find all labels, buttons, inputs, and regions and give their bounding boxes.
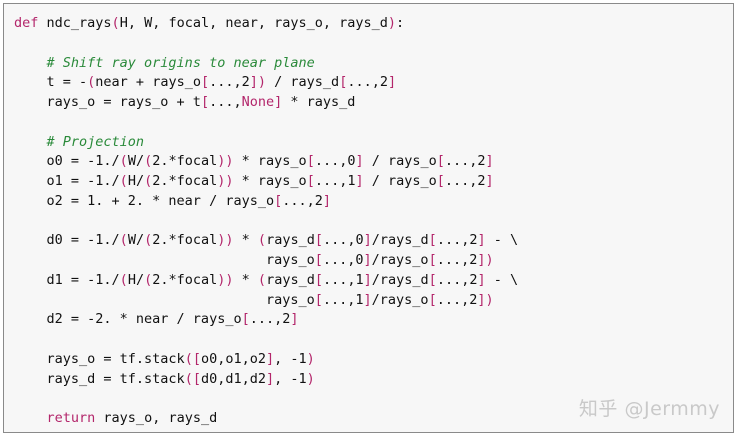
code-listing-frame: def ndc_rays(H, W, focal, near, rays_o, … (3, 3, 734, 433)
code-line: # Shift ray origins to near plane (46, 54, 315, 71)
code-line: rays_o[...,0]/rays_o[...,2]) (14, 252, 494, 268)
code-line: o0 = -1./(W/(2.*focal)) * rays_o[...,0] … (14, 153, 494, 170)
code-line: return rays_o, rays_d (46, 410, 218, 426)
code-line: def ndc_rays(H, W, focal, near, rays_o, … (14, 15, 405, 31)
code-line (14, 330, 518, 350)
code-line: d1 = -1./(H/(2.*focal)) * (rays_d[...,1]… (14, 271, 519, 288)
watermark: 知乎 @Jermmy (578, 398, 720, 420)
code-line (14, 212, 518, 232)
code-line (14, 34, 518, 54)
code-line: d2 = -2. * near / rays_o[...,2] (14, 311, 299, 328)
code-line (14, 389, 518, 409)
code-line: d0 = -1./(W/(2.*focal)) * (rays_d[...,0]… (14, 232, 519, 249)
code-line (14, 113, 518, 133)
code-line: rays_o[...,1]/rays_o[...,2]) (14, 291, 494, 308)
code-line: o1 = -1./(H/(2.*focal)) * rays_o[...,1] … (14, 173, 494, 189)
code-line: o2 = 1. + 2. * near / rays_o[...,2] (14, 192, 332, 209)
code-line: rays_o = tf.stack([o0,o1,o2], -1) (14, 350, 315, 367)
code-block: def ndc_rays(H, W, focal, near, rays_o, … (14, 14, 518, 429)
code-line: rays_o = rays_o + t[...,None] * rays_d (14, 94, 356, 110)
code-line: # Projection (46, 133, 145, 150)
code-line: t = -(near + rays_o[...,2]) / rays_d[...… (14, 74, 397, 91)
code-line: rays_d = tf.stack([d0,d1,d2], -1) (14, 370, 315, 387)
